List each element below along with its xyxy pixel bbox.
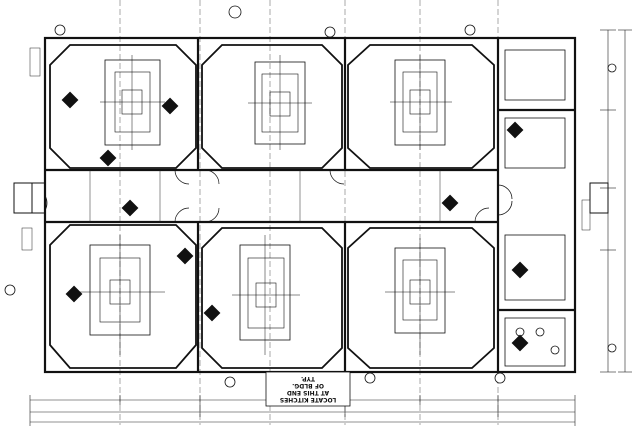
room-5 (201, 227, 343, 369)
room-2 (201, 44, 343, 169)
service-rooms (497, 49, 566, 367)
note-line-1: LOCATE KITCHES (280, 396, 336, 403)
note-line-3: OF BLDG. (292, 382, 324, 389)
kitchen-location-note: LOCATE KITCHES AT THIS END OF BLDG. TYP. (265, 371, 351, 407)
door-swings (174, 169, 490, 223)
note-line-2: AT THIS END (287, 389, 329, 396)
note-line-4: TYP. (301, 375, 315, 382)
building-outline (43, 36, 577, 374)
room-4 (49, 224, 197, 369)
grid-lines (119, 0, 499, 425)
right-dimensions (600, 29, 632, 373)
room-3 (347, 44, 495, 169)
section-markers (61, 91, 529, 352)
room-1 (49, 44, 197, 169)
grid-bubbles (4, 5, 617, 388)
annotation-marks (21, 47, 591, 251)
corridor-end-doors (13, 182, 609, 214)
room-6 (347, 227, 495, 369)
